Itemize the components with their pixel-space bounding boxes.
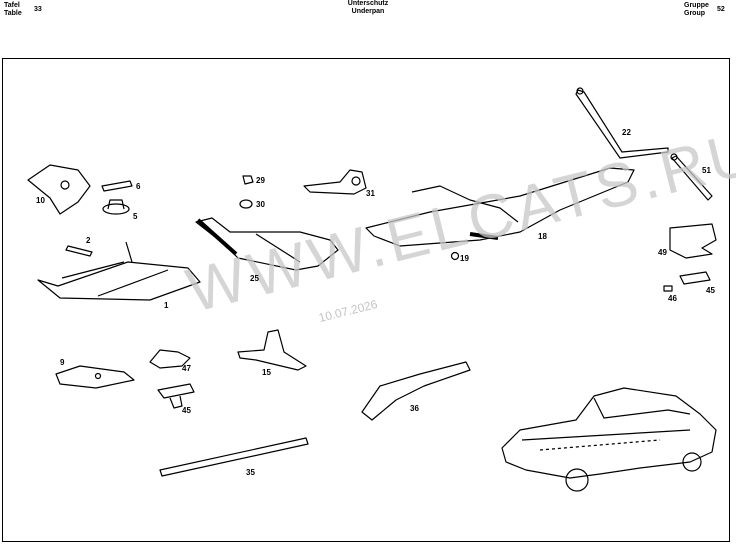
table-number: 33	[34, 6, 42, 13]
label-part-51: 51	[702, 166, 711, 175]
part-31-lever	[303, 169, 367, 195]
label-part-29: 29	[256, 176, 265, 185]
part-5-grommet	[102, 199, 130, 215]
diagram-frame	[2, 58, 730, 542]
part-30-plug	[239, 199, 253, 209]
title-de: Unterschutz	[347, 0, 389, 7]
page-title: Unterschutz Underpan	[0, 0, 736, 16]
label-part-25: 25	[250, 274, 259, 283]
part-51-strut	[670, 153, 713, 201]
table-header: Tafel Table 33	[4, 2, 42, 18]
part-9-bracket	[55, 365, 135, 389]
label-part-30: 30	[256, 200, 265, 209]
label-part-47: 47	[182, 364, 191, 373]
part-1-underpan	[37, 241, 201, 301]
part-46-clip	[663, 285, 673, 292]
label-part-2: 2	[86, 236, 91, 245]
part-45-clip-lower	[157, 383, 195, 409]
label-part-45-right: 45	[706, 286, 715, 295]
label-part-46: 46	[668, 294, 677, 303]
label-part-19: 19	[460, 254, 469, 263]
label-part-10: 10	[36, 196, 45, 205]
label-part-9: 9	[60, 358, 65, 367]
part-49-plate	[669, 223, 717, 259]
label-part-31: 31	[366, 189, 375, 198]
part-47-clip	[149, 349, 191, 369]
label-part-35: 35	[246, 468, 255, 477]
part-22-strut	[575, 87, 669, 159]
label-part-45-lower: 45	[182, 406, 191, 415]
label-part-22: 22	[622, 128, 631, 137]
part-36-sill	[361, 361, 471, 421]
part-15-bracket	[237, 329, 307, 371]
label-part-49: 49	[658, 248, 667, 257]
label-part-18: 18	[538, 232, 547, 241]
part-18-frame	[365, 167, 635, 247]
label-part-15: 15	[262, 368, 271, 377]
label-part-6: 6	[136, 182, 141, 191]
group-label-de: Gruppe	[684, 2, 709, 9]
label-part-5: 5	[133, 212, 138, 221]
group-label-en: Group	[684, 10, 705, 17]
part-19-screw	[450, 251, 460, 261]
table-label-de: Tafel	[4, 2, 20, 9]
car-illustration	[501, 387, 717, 492]
part-29-nut	[242, 175, 254, 185]
label-part-36: 36	[410, 404, 419, 413]
part-6-clip	[101, 180, 133, 192]
part-35-rail	[159, 437, 309, 477]
group-number: 52	[717, 6, 725, 13]
label-part-1: 1	[164, 301, 169, 310]
part-2-bracket	[65, 245, 93, 257]
title-en: Underpan	[351, 8, 385, 15]
table-label-en: Table	[4, 10, 22, 17]
part-10-bracket	[27, 164, 91, 215]
group-header: Gruppe Group 52	[684, 2, 725, 18]
part-25-panel	[195, 217, 339, 271]
part-45-clip-right	[679, 271, 711, 285]
